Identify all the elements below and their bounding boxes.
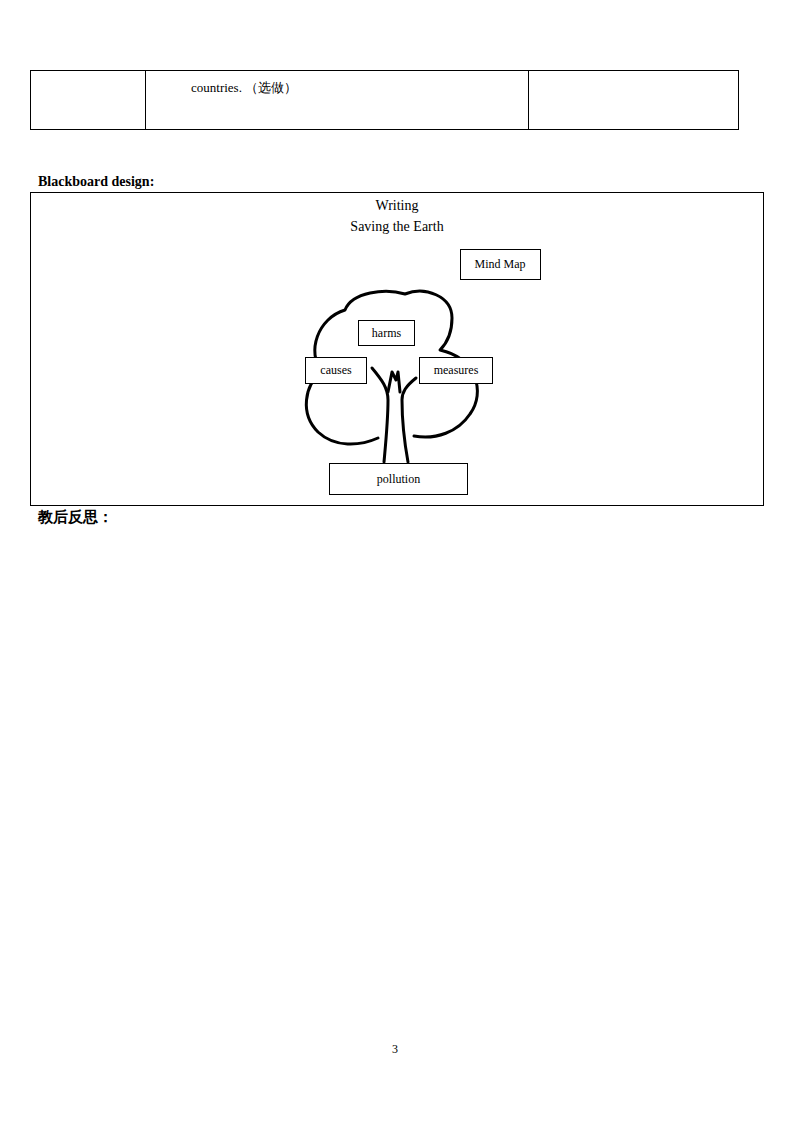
blackboard-frame: WritingSaving the EarthMind Map harms caus… xyxy=(30,192,764,506)
frame-heading: Saving the Earth xyxy=(31,216,763,237)
page-number: 3 xyxy=(392,1042,398,1057)
concept-box: harms xyxy=(358,320,415,346)
box-label: pollution xyxy=(377,472,420,487)
section-heading: Blackboard design: xyxy=(38,174,154,190)
table-cell: countries. （选做） xyxy=(191,79,297,97)
box-label: Mind Map xyxy=(475,257,526,272)
frame-heading: Writing xyxy=(31,195,763,216)
concept-box: causes xyxy=(305,357,367,384)
tree-drawing xyxy=(306,291,477,462)
box-label: measures xyxy=(434,363,479,378)
mind-map-box: Mind Map xyxy=(460,249,541,280)
box-label: harms xyxy=(372,326,401,341)
box-label: causes xyxy=(320,363,351,378)
root-box: pollution xyxy=(329,463,468,495)
table-grid xyxy=(31,71,739,130)
concept-box: measures xyxy=(419,357,493,384)
section-heading: 教后反思： xyxy=(38,508,113,527)
